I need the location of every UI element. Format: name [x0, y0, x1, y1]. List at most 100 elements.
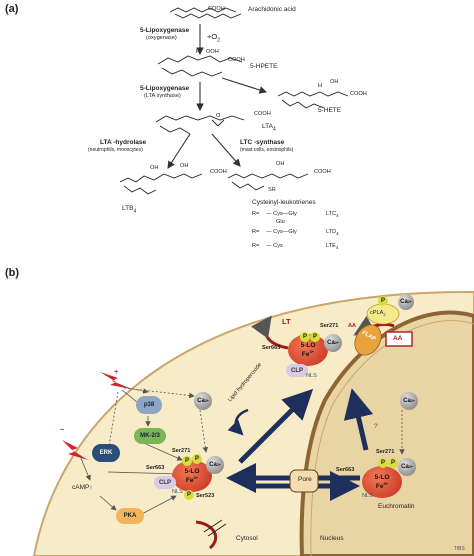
enzyme-5lo-lta-synthase: 5-Lipoxygenase: [140, 85, 190, 92]
pore-label: Pore: [298, 476, 312, 483]
aa-box-label: AA: [393, 335, 403, 342]
aa-label-small: AA: [348, 323, 357, 329]
clp-cytosol: CLP: [154, 476, 176, 489]
5lo-iron-nucleus: Fe3+: [375, 480, 389, 491]
ser271-cytosol: Ser271: [172, 448, 191, 454]
phospho-site-cytosol-2: P: [192, 454, 202, 464]
erk-kinase: ERK: [92, 444, 120, 462]
lta4-label: LTA4: [262, 123, 276, 133]
arachidonic-acid-cooh: COOH: [208, 6, 225, 12]
phospho-site-nucleus-1: P: [378, 458, 388, 468]
nls-cytosol: NLS: [172, 489, 183, 495]
ltb4-oh1: OH: [150, 165, 159, 171]
translocation-arrow-to-membrane: [238, 388, 314, 464]
lte4-r: R=: [252, 243, 260, 249]
hpete-cooh-label: COOH: [228, 57, 245, 63]
5lo-iron-cytosol: Fe3+: [185, 474, 199, 485]
euchromatin-label: Euchromatin: [378, 503, 415, 510]
mk2-3-kinase: MK-2/3: [134, 428, 166, 444]
phospho-site-membrane-1: P: [310, 332, 320, 342]
cpla2-label: cPLA2: [370, 310, 386, 318]
phospho-site-membrane-2: P: [300, 332, 310, 342]
phospho-site-nucleus-2: P: [388, 458, 398, 468]
clp-membrane: CLP: [286, 364, 308, 377]
arachidonic-acid-structure: [169, 7, 242, 19]
ltc4-name: LTC4: [326, 211, 339, 219]
ser663-cytosol: Ser663: [146, 465, 165, 471]
lt-label: LT: [282, 317, 291, 326]
blocked-arrow: [195, 520, 218, 550]
5-hete-structure: [277, 91, 349, 109]
lte4-name: LTE4: [326, 243, 339, 251]
p38-kinase: p38: [136, 396, 162, 414]
ltb4-label: LTB4: [122, 205, 137, 215]
cyslt-sr: SR: [268, 187, 276, 193]
ser271-membrane: Ser271: [320, 323, 339, 329]
5lo-iron-membrane: Fe3+: [301, 348, 315, 359]
ltb4-oh2: OH: [180, 163, 189, 169]
oxygen-label: +O2: [207, 32, 220, 44]
nls-membrane: NLS: [306, 373, 317, 379]
ltd4-r: R=: [252, 229, 260, 235]
enzyme-lta4-hydrolase: LTA -hydrolase: [100, 139, 147, 146]
ser663-membrane: Ser663: [262, 345, 281, 351]
unknown-mechanism-mark: ?: [374, 423, 378, 430]
arachidonic-acid-label: Arachidonic acid: [248, 6, 296, 13]
phospho-site-cytosol-3: P: [184, 490, 194, 500]
ser271-nucleus: Ser271: [376, 449, 395, 455]
enzyme-5lo-oxygenase: 5-Lipoxygenase: [140, 27, 190, 34]
panel-b-label: (b): [5, 267, 20, 279]
hete-h-label: H: [318, 83, 323, 89]
lipid-hydroperoxide-label: Lipid hydroperoxide: [227, 361, 264, 404]
cyslt-cooh: COOH: [314, 169, 331, 175]
cyslt-oh: OH: [276, 161, 285, 167]
ltd4-name: LTD4: [326, 229, 339, 237]
enzyme-lta-synthase-note: (LTA synthase): [144, 93, 181, 99]
hpete-ooh-label: OOH: [206, 49, 219, 55]
arrow-hpete-to-hete: [221, 77, 268, 94]
cysteinyl-lt-structure: [227, 173, 309, 191]
ltc4-synthase-cells: (mast cells, eosinophils): [240, 147, 294, 153]
cytosol-label: Cytosol: [236, 535, 258, 542]
ltb4-cooh: COOH: [210, 169, 227, 175]
panel-a-label: (a): [5, 3, 19, 15]
arrow-lta4-to-cyslt: [211, 133, 241, 167]
lta4-cooh-label: COOH: [254, 111, 271, 117]
enzyme-oxygenase-note: (oxygenase): [146, 35, 177, 41]
biosynthesis-pathway-diagram: [119, 7, 349, 195]
ltb4-structure: [119, 173, 203, 195]
translocation-arrow-nucleus-up: [343, 388, 374, 451]
stimulus-minus: −: [60, 425, 65, 434]
ser663-nucleus: Ser663: [336, 467, 355, 473]
journal-label: TiBS: [454, 546, 465, 552]
stimulus-minus-bolt: [62, 440, 88, 460]
pka-kinase: PKA: [116, 508, 144, 524]
cell-cytoplasm: [32, 290, 474, 556]
lta4-structure: [155, 115, 245, 135]
hpete-h-label: H: [196, 49, 201, 55]
enzyme-ltc4-synthase: LTC -synthase: [240, 139, 285, 146]
ltc4-glu: Glu: [276, 219, 285, 225]
arrow-lta4-to-ltb4: [167, 133, 191, 169]
ltd4-formula: — Cys—Gly: [266, 229, 297, 235]
camp-label: cAMP↑: [72, 484, 93, 491]
flap-label: FLAP: [360, 329, 377, 343]
hete-cooh-label: COOH: [350, 91, 367, 97]
ser523-cytosol: Ser523: [196, 493, 215, 499]
nls-nucleus: NLS: [362, 493, 373, 499]
cpla2-phospho: P: [378, 296, 388, 306]
5-hpete-label: 5-HPETE: [250, 63, 278, 70]
lta4-epoxide-o: O: [216, 113, 221, 119]
ltc4-r: R=: [252, 211, 260, 217]
5-hpete-structure: [157, 55, 243, 77]
phospho-site-cytosol-1: P: [182, 456, 192, 466]
nucleus-label: Nucleus: [320, 535, 344, 542]
